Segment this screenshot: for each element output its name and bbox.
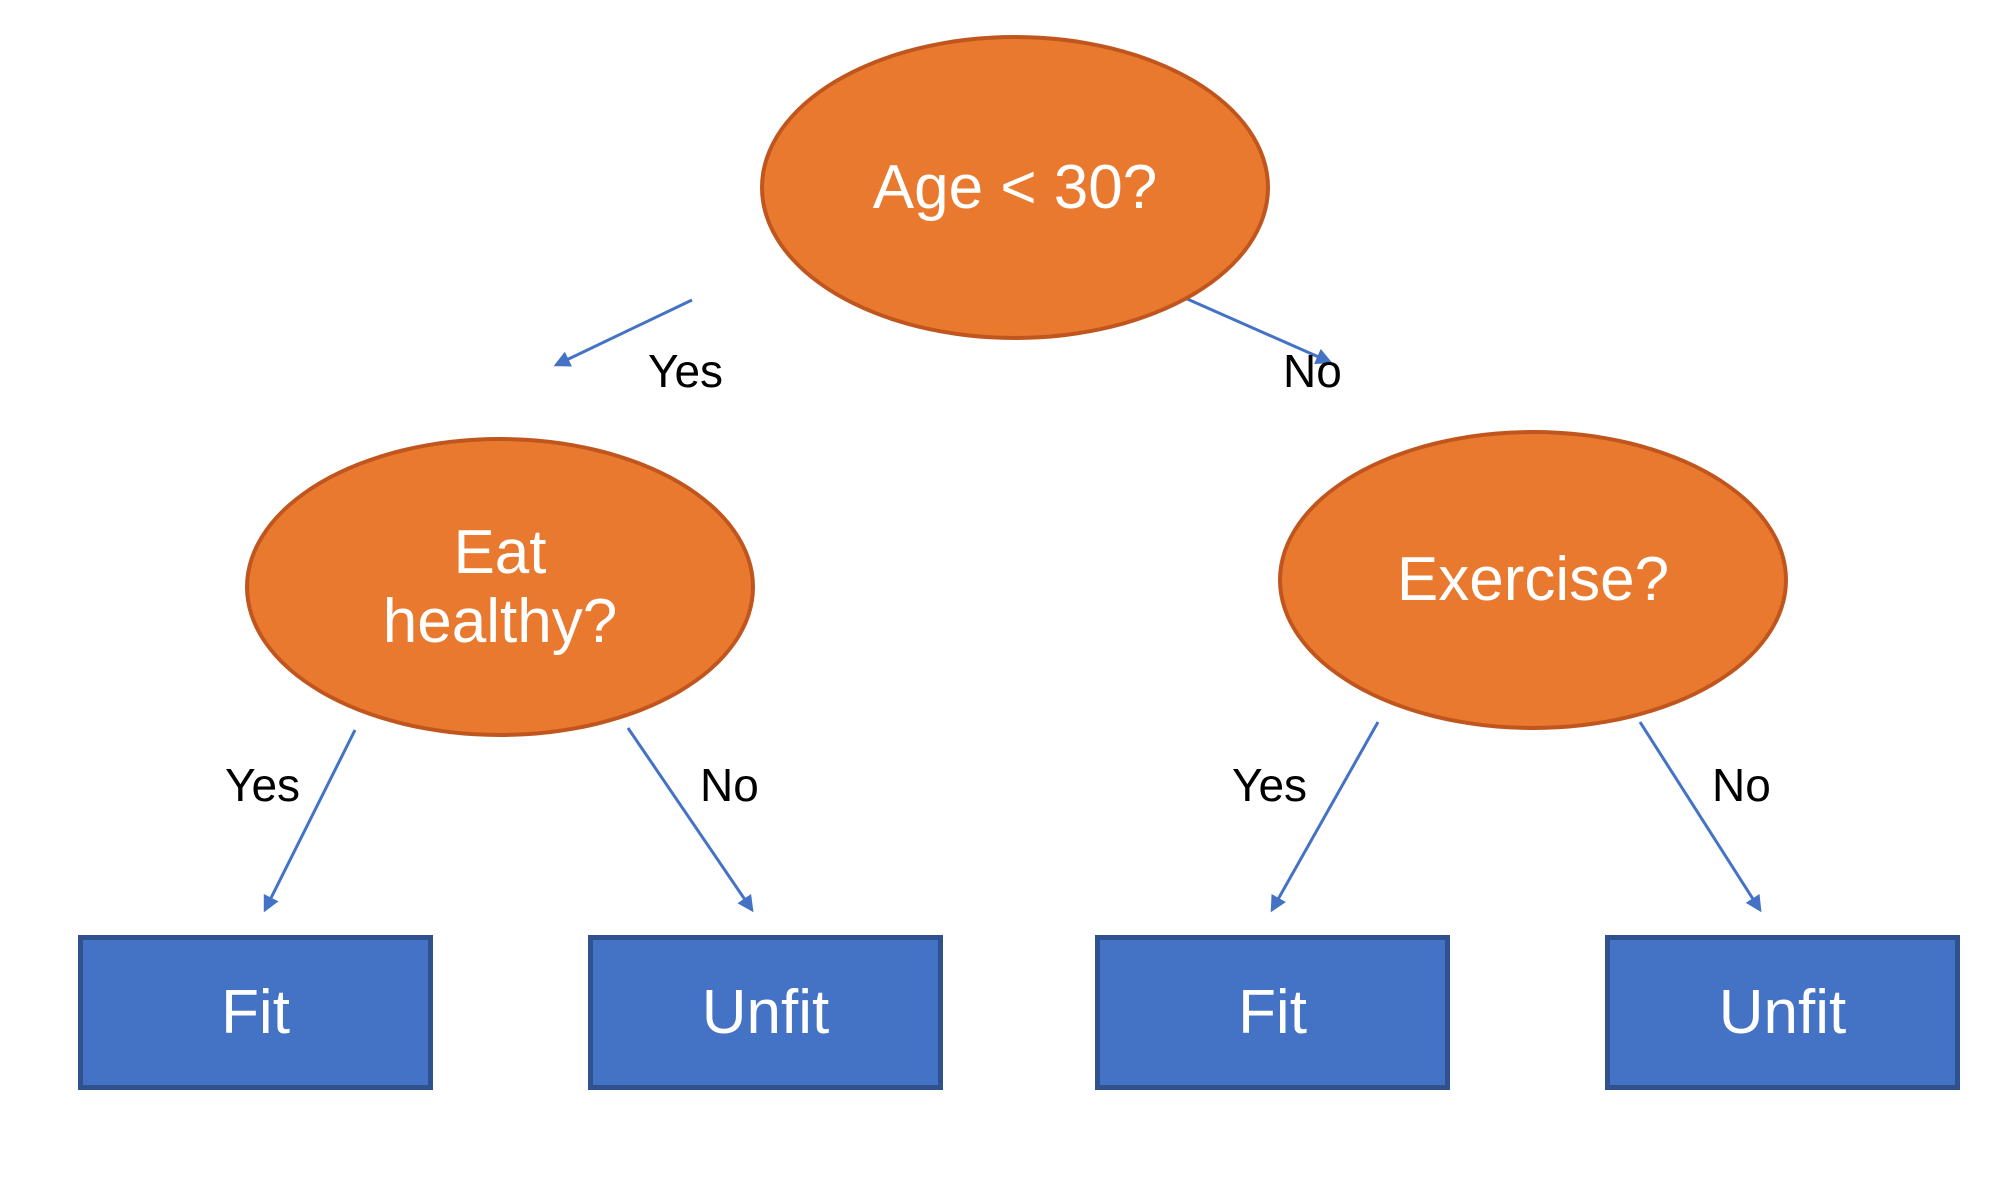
edge-exercise-to-fit [1270,721,1380,913]
edge-label-eat-yes: Yes [225,759,301,811]
edge-eat-healthy-to-unfit [626,727,754,913]
edge-root-to-eat-healthy [553,298,693,367]
node-root-age[interactable]: Age < 30? [760,35,1270,340]
edge-eat-healthy-to-fit [263,729,357,913]
edge-root-to-exercise [1184,296,1333,364]
node-leaf-fit-right[interactable]: Fit [1095,935,1450,1090]
node-eat-healthy[interactable]: Eat healthy? [245,437,755,737]
edge-exercise-to-unfit [1638,721,1762,913]
edge-label-exercise-no: No [1712,759,1771,811]
edge-label-root-yes: Yes [648,345,724,397]
edge-label-exercise-yes: Yes [1232,759,1308,811]
edge-label-root-no: No [1283,345,1342,397]
node-leaf-fit-left[interactable]: Fit [78,935,433,1090]
node-leaf-unfit-right[interactable]: Unfit [1605,935,1960,1090]
node-leaf-unfit-left[interactable]: Unfit [588,935,943,1090]
node-exercise[interactable]: Exercise? [1278,430,1788,730]
edge-label-eat-no: No [700,759,759,811]
